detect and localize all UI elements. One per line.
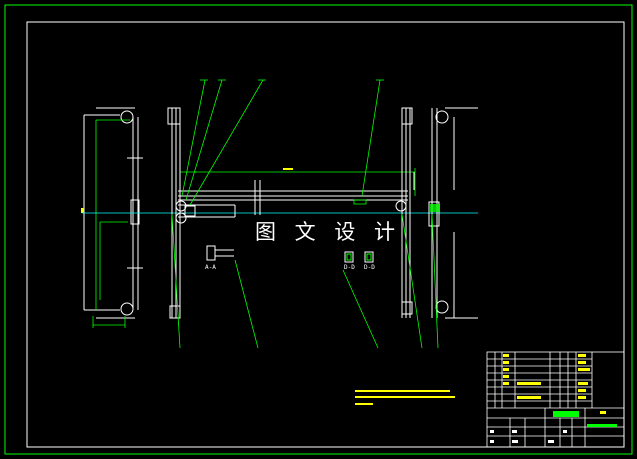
section-d-label-1: D-D: [344, 264, 355, 271]
section-d-detail-2: [364, 251, 374, 263]
left-dim-marker: [81, 208, 84, 213]
left-dimension-lines: [92, 119, 130, 328]
title-block-logo: [553, 411, 579, 417]
title-block-text-marks: [503, 354, 606, 414]
leader-lines: [171, 79, 439, 349]
inner-right-column: [395, 107, 415, 318]
beam-label-box: [353, 199, 367, 205]
outer-border: [4, 4, 633, 455]
title-block-stamp: [587, 424, 617, 427]
beam: [178, 180, 408, 218]
section-d-label-2: D-D: [364, 264, 375, 271]
inner-frame: [26, 21, 625, 448]
right-highlight: [430, 204, 440, 212]
title-block: [486, 351, 625, 448]
inner-left-column: [167, 107, 196, 319]
watermark-text: 图 文 设 计: [255, 220, 402, 244]
section-a-label: A-A: [205, 264, 216, 271]
section-d-detail-1: [344, 251, 354, 263]
technical-notes: [355, 390, 455, 405]
right-side-view: [428, 107, 478, 319]
beam-dimension: [179, 168, 416, 196]
section-a-detail: [206, 245, 234, 261]
title-block-fill-row: [490, 430, 567, 443]
beam-dim-text: [283, 168, 293, 170]
